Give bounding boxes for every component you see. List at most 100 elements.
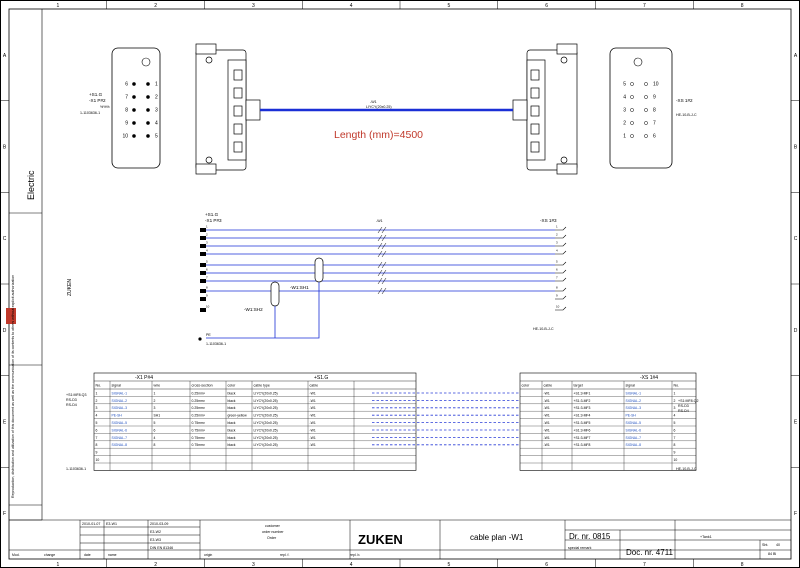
pin-label: 9 (125, 121, 128, 127)
table-header: No. (674, 384, 680, 388)
tb-plant: +Tank1 (700, 535, 712, 539)
left-wire-pin: 2 (206, 233, 208, 237)
wire-break-mark (377, 261, 383, 269)
tb-sheet-value: 40 (776, 543, 780, 547)
left-wire-pin: 10 (206, 305, 210, 309)
column-marker: 5 (447, 562, 450, 568)
column-marker: 7 (643, 3, 646, 9)
right-socket-icon (555, 269, 567, 274)
table-cell: LIYCY(20x0.25) (254, 399, 278, 403)
column-marker: 6 (545, 3, 548, 9)
left-block-note: %%% (100, 105, 110, 109)
wire-break-mark (381, 242, 387, 250)
table-cell: -W1 (310, 421, 316, 425)
tb-doc-nr: Doc. nr. 4711 (626, 548, 674, 557)
right-wire-pin: 3 (556, 241, 558, 245)
tb-footer-label: name (108, 553, 117, 557)
table-header: wire (154, 384, 161, 388)
table-cell: -W1 (310, 406, 316, 410)
right-socket-icon (555, 250, 567, 255)
pin-icon (630, 95, 634, 99)
right-connector-housing (512, 43, 578, 175)
left-terminal-icon (200, 279, 206, 283)
pin-icon (146, 82, 150, 86)
table-cell: -W1 (310, 436, 316, 440)
table-cell: 7 (674, 436, 676, 440)
wire-break-mark (381, 269, 387, 277)
left-table-side-label: RS-D4 (66, 403, 77, 407)
left-terminal-icon (200, 252, 206, 256)
column-marker: 6 (545, 562, 548, 568)
right-wire-pin: 5 (556, 260, 558, 264)
rotated-note: Reproduction, distribution and utilizati… (11, 275, 15, 498)
table-cell: 10 (96, 458, 100, 462)
table-cell: -W1 (544, 391, 550, 395)
table-cell: -W1 (544, 436, 550, 440)
tb-logo: ZUKEN (358, 532, 403, 547)
cable-top-label: -W1 (370, 100, 377, 104)
pin-icon (132, 134, 136, 138)
table-cell: +S1:3-MF1 (574, 391, 591, 395)
table-cell: SIGNAL-8 (626, 443, 642, 447)
tb-dr-nr: Dr. nr. 0815 (569, 532, 611, 541)
table-cell: black (228, 406, 236, 410)
table-cell: 0.25mm² (192, 414, 206, 418)
tb-special-remark: special remark (568, 546, 592, 550)
pin-icon (644, 121, 648, 125)
pin-label: 7 (125, 95, 128, 101)
table-header: cable type (254, 384, 270, 388)
pin-label: 10 (653, 82, 659, 88)
table-cell: black (228, 428, 236, 432)
pin-icon (132, 82, 136, 86)
pe-part: 1-1103636-1 (206, 342, 226, 346)
pin-label: 8 (125, 108, 128, 114)
row-marker: C (794, 236, 798, 242)
table-cell: SIGNAL-3 (626, 406, 642, 410)
right-wire-pin: 4 (556, 249, 558, 253)
table-cell: 5 (96, 421, 98, 425)
left-terminal-icon (200, 271, 206, 275)
left-terminal-icon (200, 297, 206, 301)
left-table-side-label: +S1:MF8.Q3 (66, 393, 86, 397)
row-marker: D (3, 328, 7, 334)
column-marker: 2 (154, 562, 157, 568)
tb-footer-label: change (44, 553, 55, 557)
left-connector-housing (195, 43, 261, 175)
table-cell: black (228, 391, 236, 395)
left-terminal-icon (200, 236, 206, 240)
wire-break-mark (377, 250, 383, 258)
pin-icon (132, 95, 136, 99)
table-cell: SIGNAL-6 (112, 428, 128, 432)
shield-1-icon (314, 257, 324, 283)
row-marker: B (3, 145, 7, 151)
left-terminal-icon (200, 228, 206, 232)
table-cell: 8 (154, 443, 156, 447)
table-cell: +S1:3-MF6 (574, 428, 591, 432)
wire-break-mark (381, 234, 387, 242)
table-cell: SIGNAL-8 (112, 443, 128, 447)
shield-2-label: -W1:SH2 (244, 307, 263, 312)
pin-icon (132, 108, 136, 112)
title-block (9, 519, 791, 559)
right-table-side-label: +S1:MF8.Q2 (678, 399, 698, 403)
tb-norm: DIN EN 81346 (150, 546, 173, 550)
side-logo-text: ZUKEN (67, 279, 73, 296)
table-cell: SIGNAL-5 (626, 421, 642, 425)
right-socket-icon (555, 226, 567, 231)
table-header: cross-section (192, 384, 213, 388)
right-socket-icon (555, 277, 567, 282)
table-header: cable (310, 384, 319, 388)
left-mount-hole-icon (141, 57, 151, 67)
column-marker: 4 (350, 3, 353, 9)
table-cell: SIGNAL-3 (112, 406, 128, 410)
right-block-part: HE-10-B-J-C (676, 113, 697, 117)
right-table-part: HE-10-B-J-C (676, 467, 697, 471)
table-cell: 0.25mm² (192, 399, 206, 403)
pin-icon (146, 121, 150, 125)
wire-break-mark (377, 234, 383, 242)
tb-sheets-value: 84 Bl (768, 552, 776, 556)
